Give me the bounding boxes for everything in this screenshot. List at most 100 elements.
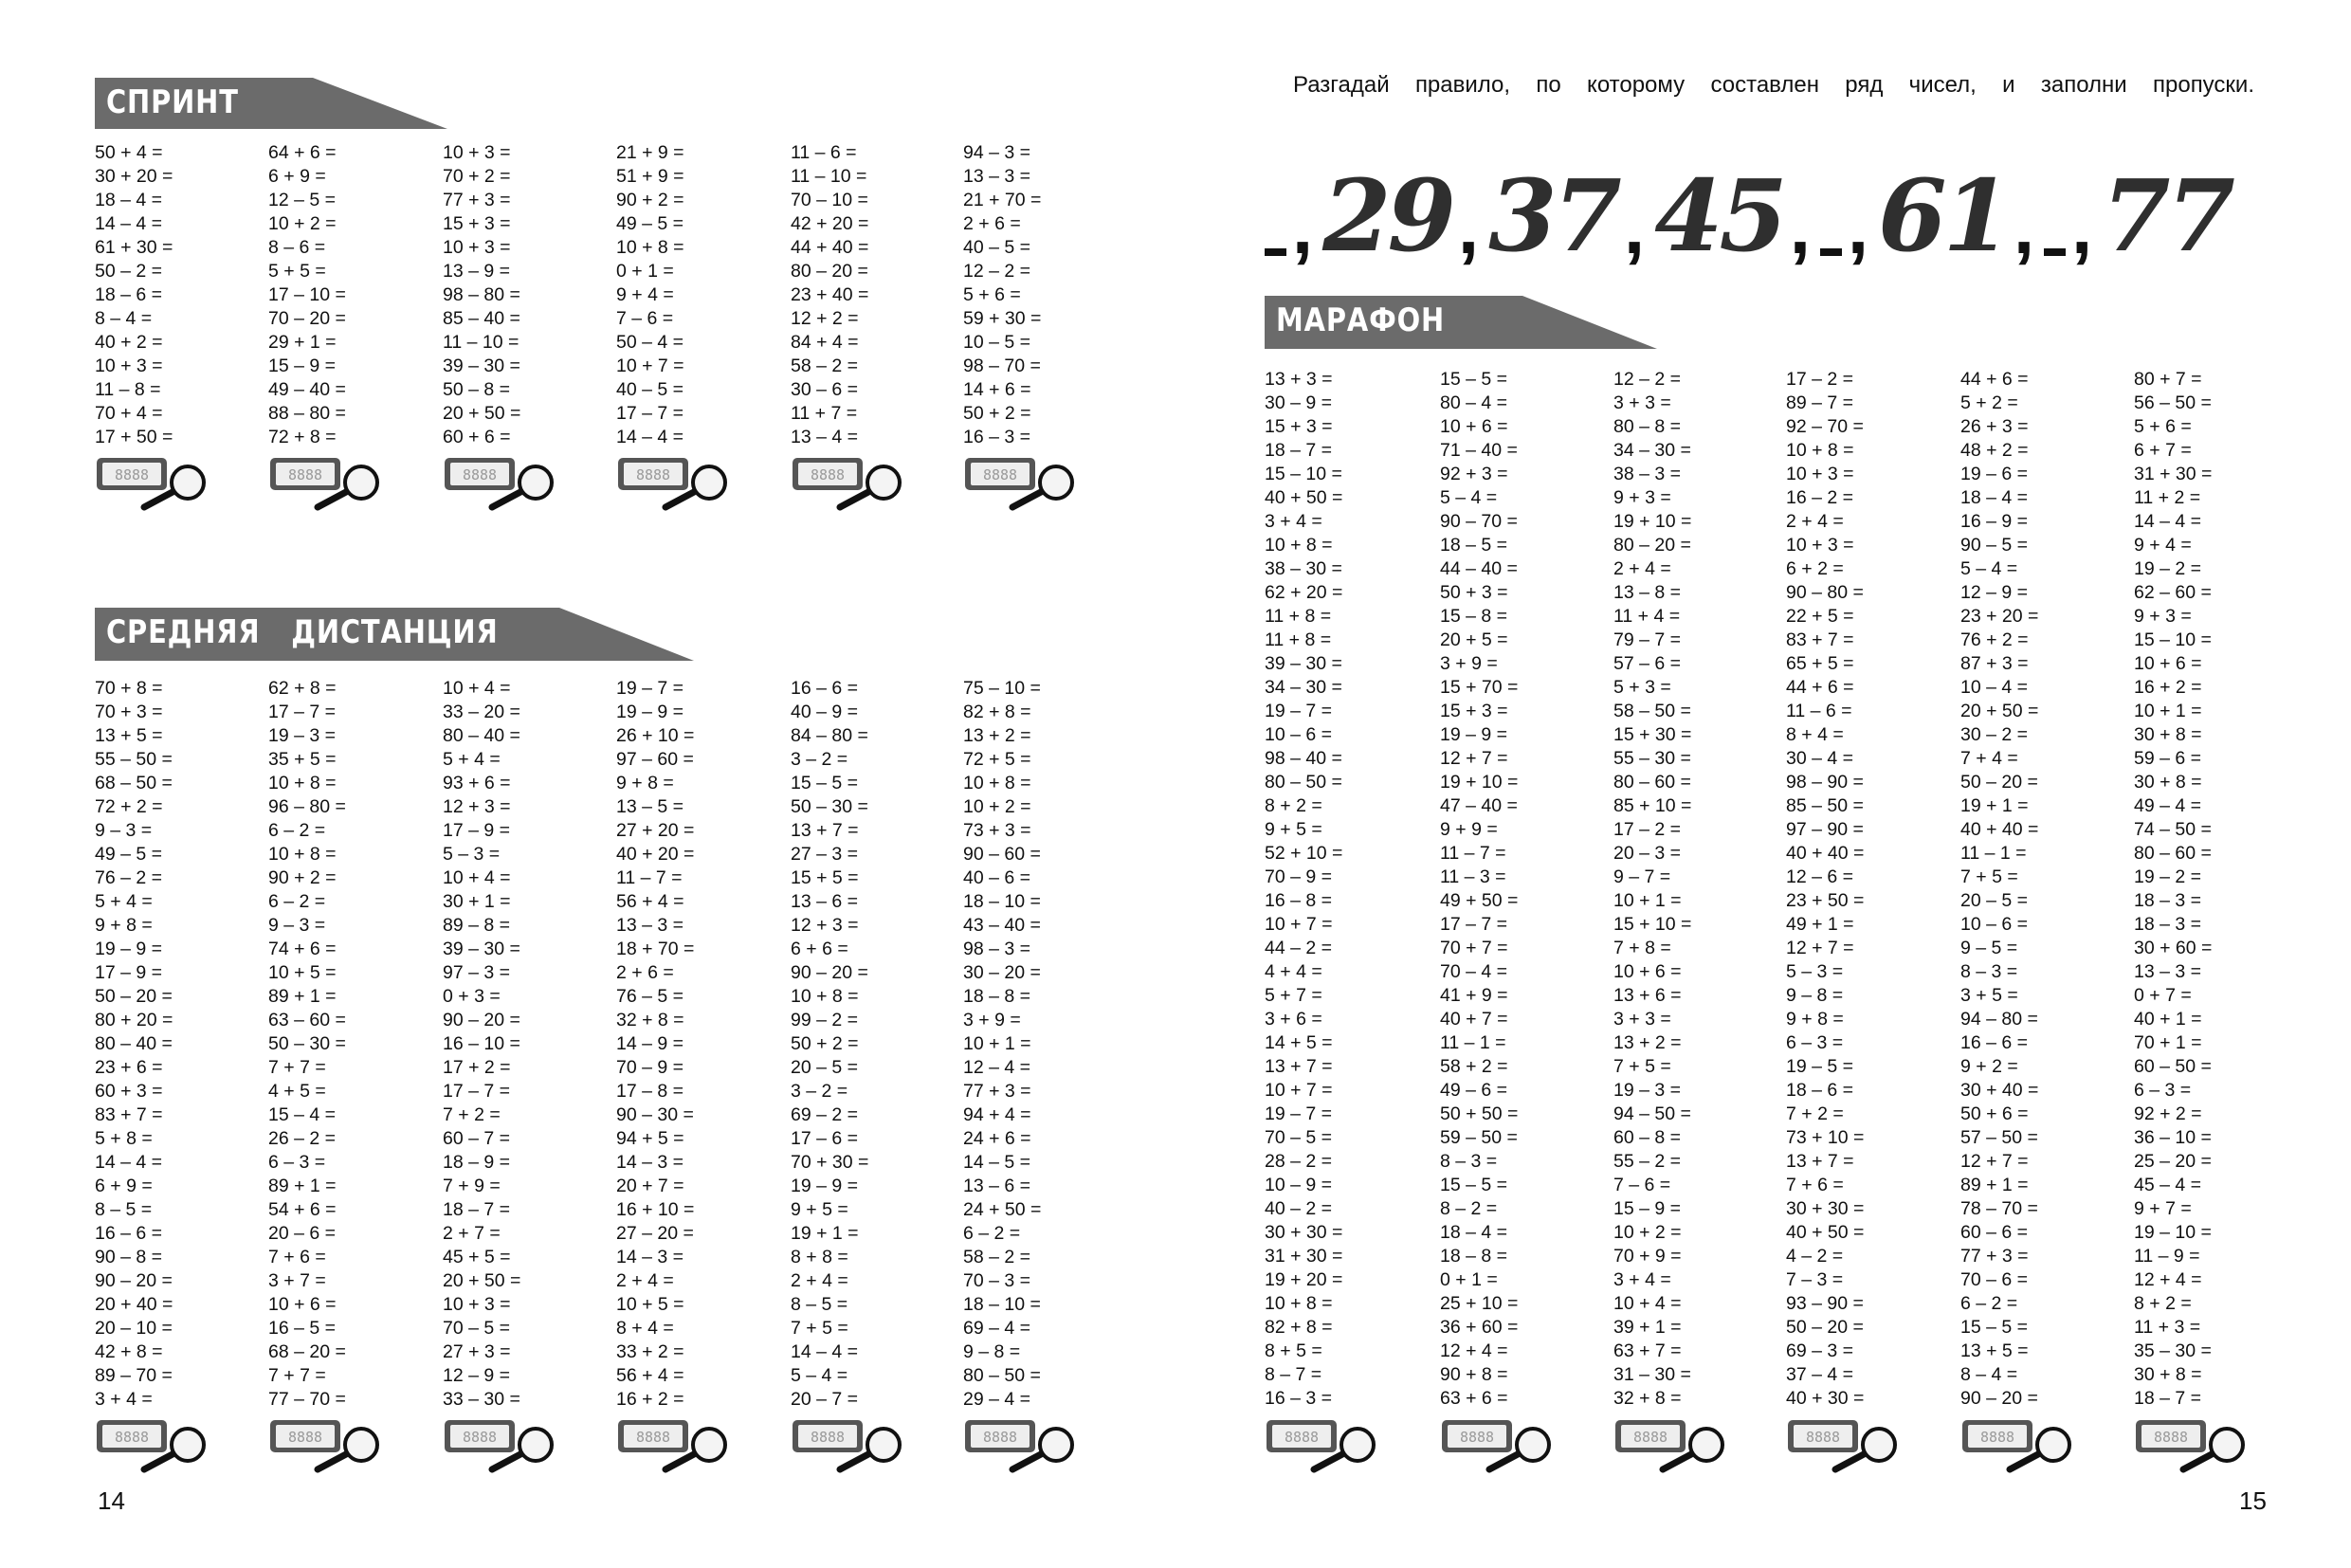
math-problem: 75 – 10 =	[963, 678, 1041, 699]
sequence-comma: ,	[1847, 185, 1869, 269]
math-problem: 14 – 4 =	[2134, 511, 2202, 532]
math-problem: 10 + 6 =	[1613, 961, 1682, 982]
math-problem: 14 + 5 =	[1265, 1032, 1333, 1053]
math-problem: 18 – 9 =	[443, 1152, 511, 1173]
math-problem: 40 + 7 =	[1440, 1009, 1508, 1030]
marathon-title: МАРАФОН	[1276, 301, 1446, 339]
math-problem: 18 – 4 =	[95, 190, 163, 210]
math-problem: 9 + 8 =	[95, 915, 153, 936]
math-problem: 5 – 4 =	[791, 1365, 848, 1386]
math-problem: 8 + 4 =	[1786, 724, 1844, 745]
math-problem: 50 – 8 =	[443, 379, 511, 400]
math-problem: 50 + 4 =	[95, 142, 163, 163]
math-problem: 42 + 8 =	[95, 1341, 163, 1362]
math-problem: 90 + 2 =	[268, 867, 337, 888]
math-problem: 94 – 80 =	[1960, 1009, 2038, 1030]
math-problem: 70 + 1 =	[2134, 1032, 2202, 1053]
math-problem: 13 – 3 =	[2134, 961, 2202, 982]
math-problem: 87 + 3 =	[1960, 653, 2029, 674]
math-problem: 20 – 5 =	[791, 1057, 859, 1078]
math-problem: 7 + 6 =	[1786, 1175, 1844, 1195]
math-problem: 3 + 3 =	[1613, 1009, 1671, 1030]
math-problem: 72 + 2 =	[95, 796, 163, 817]
math-problem: 50 – 2 =	[95, 261, 163, 282]
math-problem: 13 – 9 =	[443, 261, 511, 282]
math-problem: 97 – 90 =	[1786, 819, 1864, 840]
math-problem: 48 + 2 =	[1960, 440, 2029, 461]
math-problem: 9 – 3 =	[95, 820, 153, 841]
math-problem: 7 – 3 =	[1786, 1269, 1844, 1290]
math-problem: 15 – 10 =	[2134, 629, 2212, 650]
math-problem: 50 + 2 =	[791, 1033, 859, 1054]
math-problem: 31 + 30 =	[1265, 1246, 1343, 1267]
math-problem: 45 + 5 =	[443, 1247, 511, 1267]
math-problem: 50 – 4 =	[616, 332, 684, 353]
math-problem: 8 – 5 =	[95, 1199, 153, 1220]
math-problem: 10 + 3 =	[1786, 535, 1854, 556]
sequence-blank	[1265, 248, 1286, 256]
math-problem: 40 + 30 =	[1786, 1388, 1865, 1409]
math-problem: 30 + 8 =	[2134, 1364, 2202, 1385]
math-problem: 10 + 8 =	[268, 773, 337, 793]
math-problem: 2 + 6 =	[963, 213, 1021, 234]
math-problem: 19 + 1 =	[1960, 795, 2029, 816]
math-problem: 23 + 20 =	[1960, 606, 2039, 627]
math-problem: 9 + 5 =	[1265, 819, 1322, 840]
math-problem: 13 – 6 =	[791, 891, 859, 912]
math-problem: 39 – 30 =	[443, 939, 520, 959]
math-problem: 18 – 6 =	[95, 284, 163, 305]
svg-text:8888: 8888	[1806, 1429, 1840, 1446]
math-problem: 6 – 3 =	[268, 1152, 326, 1173]
math-problem: 3 + 4 =	[95, 1389, 153, 1410]
math-problem: 18 + 70 =	[616, 939, 695, 959]
math-problem: 11 – 10 =	[791, 166, 867, 187]
math-problem: 80 – 60 =	[2134, 843, 2212, 864]
math-problem: 6 + 2 =	[1786, 558, 1844, 579]
math-problem: 26 + 3 =	[1960, 416, 2029, 437]
math-problem: 14 – 3 =	[616, 1247, 684, 1267]
math-problem: 6 + 6 =	[791, 939, 848, 959]
math-problem: 17 – 2 =	[1613, 819, 1682, 840]
math-problem: 3 + 9 =	[1440, 653, 1498, 674]
math-problem: 70 – 5 =	[443, 1318, 511, 1339]
math-problem: 58 – 50 =	[1613, 701, 1691, 721]
sprint-column: 94 – 3 =13 – 3 =21 + 70 =2 + 6 =40 – 5 =…	[963, 141, 1041, 449]
sequence-number: 61	[1878, 157, 2012, 274]
math-problem: 41 + 9 =	[1440, 985, 1508, 1006]
math-problem: 15 + 70 =	[1440, 677, 1519, 698]
page-number-right: 15	[2239, 1486, 2267, 1515]
math-problem: 19 – 9 =	[616, 702, 684, 722]
sequence-comma: ,	[1291, 185, 1314, 269]
math-problem: 90 – 5 =	[1960, 535, 2029, 556]
math-problem: 2 + 4 =	[791, 1270, 848, 1291]
math-problem: 44 + 6 =	[1786, 677, 1854, 698]
svg-text:8888: 8888	[115, 1429, 149, 1446]
math-problem: 6 – 3 =	[2134, 1080, 2192, 1101]
math-problem: 16 – 3 =	[1265, 1388, 1333, 1409]
math-problem: 10 + 2 =	[268, 213, 337, 234]
math-problem: 65 + 5 =	[1786, 653, 1854, 674]
math-problem: 15 + 10 =	[1613, 914, 1692, 935]
math-problem: 80 + 20 =	[95, 1010, 173, 1030]
math-problem: 82 + 8 =	[963, 702, 1031, 722]
math-problem: 14 – 4 =	[95, 1152, 163, 1173]
math-problem: 17 + 2 =	[443, 1057, 511, 1078]
math-problem: 30 + 30 =	[1265, 1222, 1343, 1243]
math-problem: 13 + 7 =	[1786, 1151, 1854, 1172]
math-problem: 20 – 6 =	[268, 1223, 337, 1244]
math-problem: 16 + 10 =	[616, 1199, 695, 1220]
math-problem: 3 + 6 =	[1265, 1009, 1322, 1030]
math-problem: 90 – 60 =	[963, 844, 1041, 865]
math-problem: 17 – 10 =	[268, 284, 346, 305]
math-problem: 62 + 20 =	[1265, 582, 1343, 603]
math-problem: 10 + 5 =	[616, 1294, 684, 1315]
math-problem: 20 + 5 =	[1440, 629, 1508, 650]
sprint-column: 50 + 4 =30 + 20 =18 – 4 =14 – 4 =61 + 30…	[95, 141, 173, 449]
marathon-column: 15 – 5 =80 – 4 =10 + 6 =71 – 40 =92 + 3 …	[1440, 368, 1518, 1411]
math-problem: 8 + 2 =	[2134, 1293, 2192, 1314]
math-problem: 10 + 1 =	[963, 1033, 1031, 1054]
math-problem: 5 + 6 =	[963, 284, 1021, 305]
math-problem: 5 + 5 =	[268, 261, 326, 282]
timer-magnifier-icon: 8888	[95, 454, 212, 511]
math-problem: 40 – 9 =	[791, 702, 859, 722]
